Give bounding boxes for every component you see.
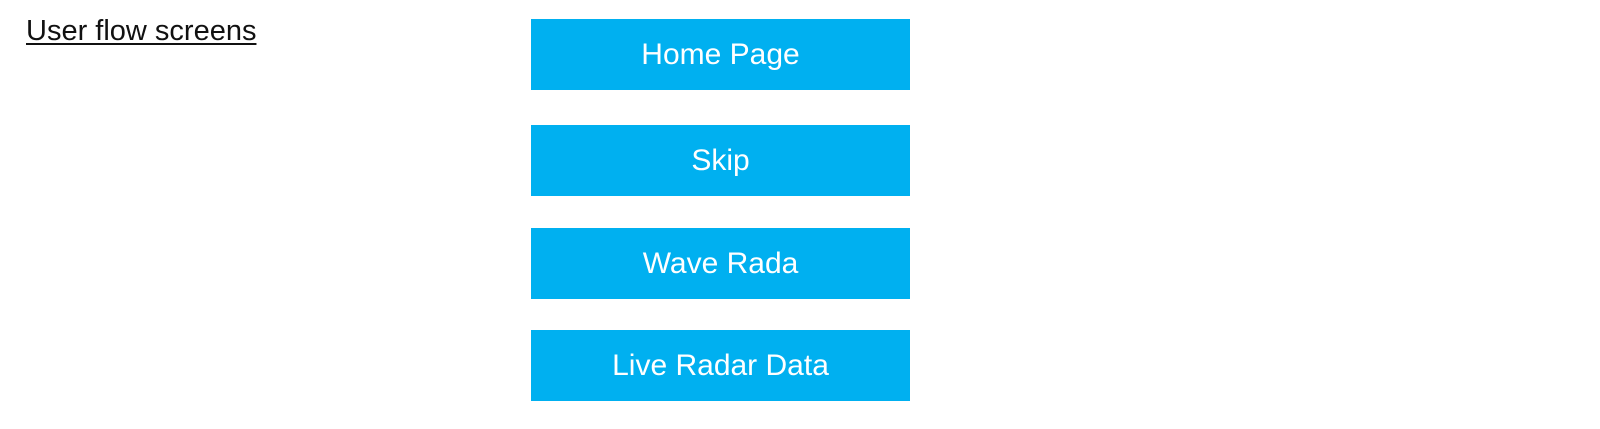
screen-box-home-page: Home Page [531,19,910,90]
screen-box-wave-rada: Wave Rada [531,228,910,299]
screen-label: Home Page [641,37,800,71]
screen-label: Skip [691,143,750,177]
screen-box-live-radar-data: Live Radar Data [531,330,910,401]
page-title: User flow screens [26,15,257,47]
screen-box-skip: Skip [531,125,910,196]
screen-label: Live Radar Data [612,348,829,382]
screen-label: Wave Rada [642,246,799,280]
